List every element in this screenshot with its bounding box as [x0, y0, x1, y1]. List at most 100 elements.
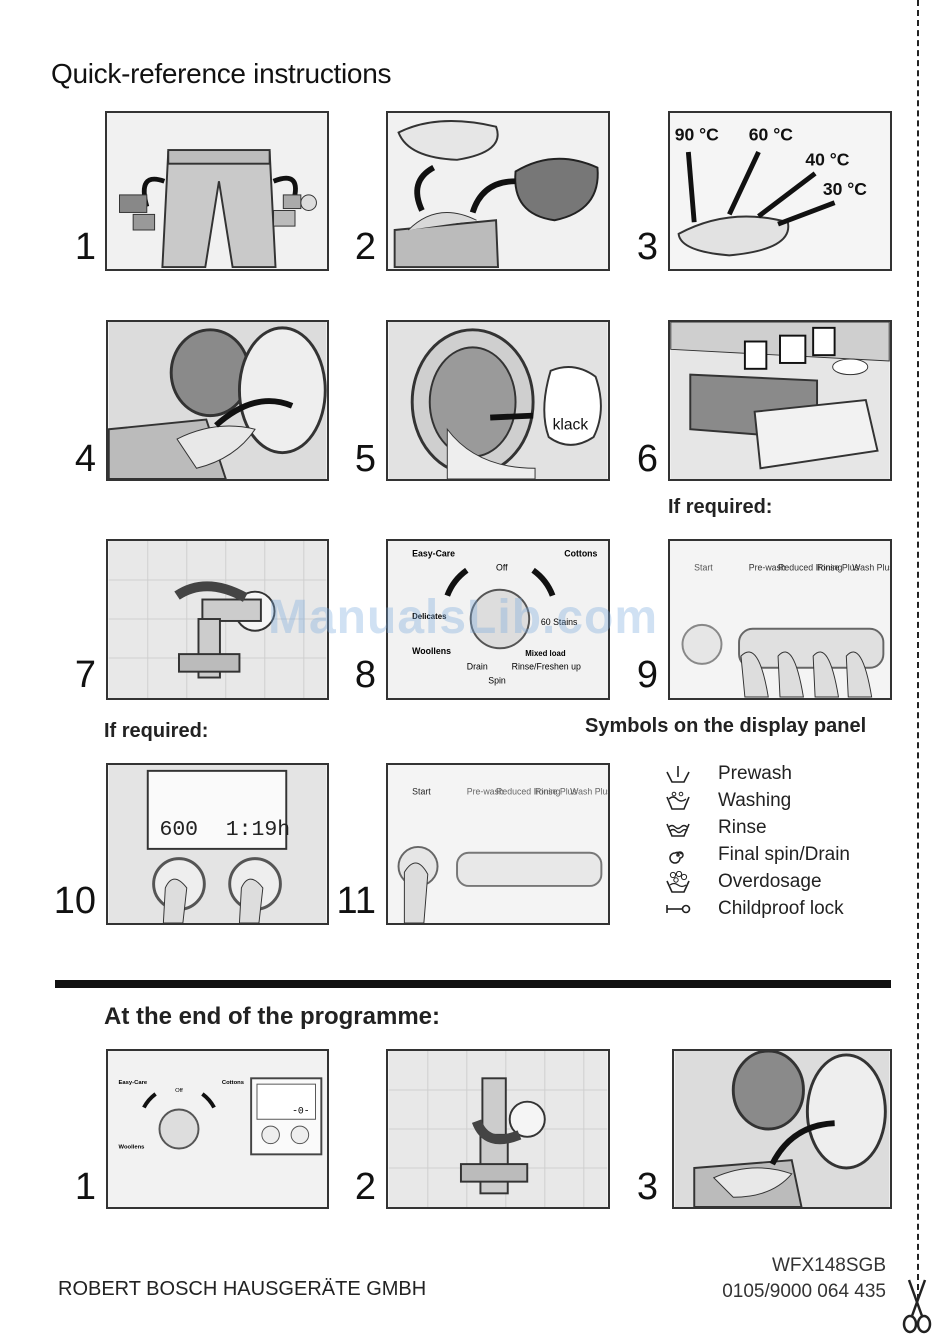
temp-label-90: 90 °C [675, 124, 719, 144]
reduced-ironing-label: Reduced Ironing [778, 562, 842, 572]
trousers-illustration [107, 113, 327, 269]
start-press-illustration: Start Pre-wash Reduced Ironing Rinse Plu… [388, 765, 608, 923]
panel-display-settings: 600 1:19h [106, 763, 329, 925]
footer-code: 0105/9000 064 435 [722, 1280, 886, 1302]
scissors-icon [902, 1279, 932, 1334]
footer-model: WFX148SGB [771, 1255, 886, 1276]
step-number-3: 3 [636, 226, 658, 268]
dial-stains: 60 Stains [541, 617, 578, 627]
panel-option-buttons: Start Pre-wash Reduced Ironing Rinse Plu… [668, 539, 892, 700]
rinse-plus-label: Rinse Plus [817, 562, 860, 572]
step-number-11: 11 [336, 880, 376, 922]
section-divider [55, 980, 891, 988]
symbol-label-lock: Childproof lock [718, 897, 844, 919]
rinse-plus-label-11: Rinse Plus [535, 786, 578, 796]
panel-open-tap [106, 539, 329, 700]
display-speed: 600 [159, 818, 198, 842]
temperature-illustration: 90 °C 60 °C 40 °C 30 °C [670, 113, 890, 269]
programme-dial-illustration: Easy-Care Cottons Off Delicates Woollens… [388, 541, 608, 698]
page-title: Quick-reference instructions [51, 58, 392, 89]
dial-woollens: Woollens [412, 646, 451, 656]
symbol-label-overdosage: Overdosage [718, 870, 822, 892]
temp-label-40: 40 °C [805, 150, 849, 170]
step-number-9: 9 [636, 654, 658, 696]
detergent-drawer-illustration [670, 322, 890, 479]
panel-end-off: Easy-Care Cottons Off Woollens -0- [106, 1049, 329, 1209]
option-buttons-illustration: Start Pre-wash Reduced Ironing Rinse Plu… [670, 541, 890, 698]
temp-label-60: 60 °C [749, 124, 793, 144]
symbol-label-spin: Final spin/Drain [718, 843, 850, 865]
panel-end-unload [672, 1049, 892, 1209]
symbol-row-prewash: Prewash [664, 760, 850, 787]
symbol-label-prewash: Prewash [718, 762, 792, 784]
laundry-basket-illustration [388, 113, 608, 269]
start-label: Start [694, 562, 713, 572]
wash-plus-label: Wash Plus [852, 562, 890, 572]
symbols-heading: Symbols on the display panel [585, 715, 867, 737]
panel-detergent-drawer [668, 320, 892, 481]
panel-programme-selector: Easy-Care Cottons Off Delicates Woollens… [386, 539, 610, 700]
dial-cottons: Cottons [564, 549, 597, 559]
door-closing-illustration: klack [388, 322, 608, 479]
panel-start-button: Start Pre-wash Reduced Ironing Rinse Plu… [386, 763, 610, 925]
symbol-row-spin: Final spin/Drain [664, 841, 850, 868]
start-label-11: Start [412, 786, 431, 796]
dial-rinse: Rinse/Freshen up [512, 662, 581, 672]
step-number-8: 8 [354, 654, 376, 696]
step-number-4: 4 [74, 438, 96, 480]
end-dial-easy-care: Easy-Care [119, 1080, 148, 1086]
dial-mixed: Mixed load [525, 649, 566, 658]
if-required-label-1: If required: [668, 496, 773, 518]
if-required-label-2: If required: [104, 720, 209, 742]
panel-end-close-tap [386, 1049, 610, 1209]
panel-empty-pockets [105, 111, 329, 271]
symbol-label-washing: Washing [718, 789, 792, 811]
end-step-number-1: 1 [74, 1166, 96, 1208]
footer-info: WFX148SGB 0105/9000 064 435 [722, 1253, 886, 1304]
dial-off: Off [496, 562, 508, 572]
dial-spin: Spin [488, 675, 506, 685]
step-number-6: 6 [636, 438, 658, 480]
reduced-ironing-label-11: Reduced Ironing [496, 786, 560, 796]
step-number-1: 1 [74, 226, 96, 268]
end-display-value: -0- [292, 1105, 310, 1116]
loading-illustration [108, 322, 327, 479]
dial-delicates: Delicates [412, 612, 447, 621]
cut-line [917, 0, 919, 1300]
display-illustration: 600 1:19h [108, 765, 327, 923]
end-heading: At the end of the programme: [104, 1003, 441, 1030]
dial-drain: Drain [467, 662, 488, 672]
prewash-label: Pre-wash [749, 562, 786, 572]
footer-company: ROBERT BOSCH HAUSGERÄTE GMBH [58, 1278, 427, 1300]
dial-easy-care: Easy-Care [412, 549, 455, 559]
end-step-number-2: 2 [354, 1166, 376, 1208]
watermark: ManualsLib.com [268, 591, 659, 644]
prewash-icon [664, 763, 704, 785]
step-number-7: 7 [74, 654, 96, 696]
overdosage-icon [664, 870, 704, 893]
end-dial-woollens: Woollens [119, 1145, 146, 1151]
programme-knob[interactable] [469, 588, 531, 650]
panel-load-drum [106, 320, 329, 481]
symbol-row-washing: Washing [664, 787, 850, 814]
start-button[interactable] [681, 623, 723, 665]
rinse-icon [664, 817, 704, 839]
end-step-number-3: 3 [636, 1166, 658, 1208]
panel-close-door: klack [386, 320, 610, 481]
panel-sort-laundry [386, 111, 610, 271]
unloading-illustration [674, 1051, 890, 1207]
washing-icon [664, 790, 704, 812]
end-dial-cottons: Cottons [222, 1080, 245, 1086]
klack-label: klack [553, 416, 589, 433]
symbol-row-rinse: Rinse [664, 814, 850, 841]
prewash-label-11: Pre-wash [467, 786, 504, 796]
end-programme-knob[interactable] [158, 1108, 200, 1150]
temp-label-30: 30 °C [823, 179, 867, 199]
wash-plus-label-11: Wash Plus [570, 786, 608, 796]
display-time: 1:19h [226, 818, 290, 842]
spin-icon [664, 844, 704, 866]
step-number-10: 10 [53, 880, 96, 922]
step-number-2: 2 [354, 226, 376, 268]
end-dial-illustration: Easy-Care Cottons Off Woollens -0- [108, 1051, 327, 1207]
lock-icon [664, 898, 704, 920]
